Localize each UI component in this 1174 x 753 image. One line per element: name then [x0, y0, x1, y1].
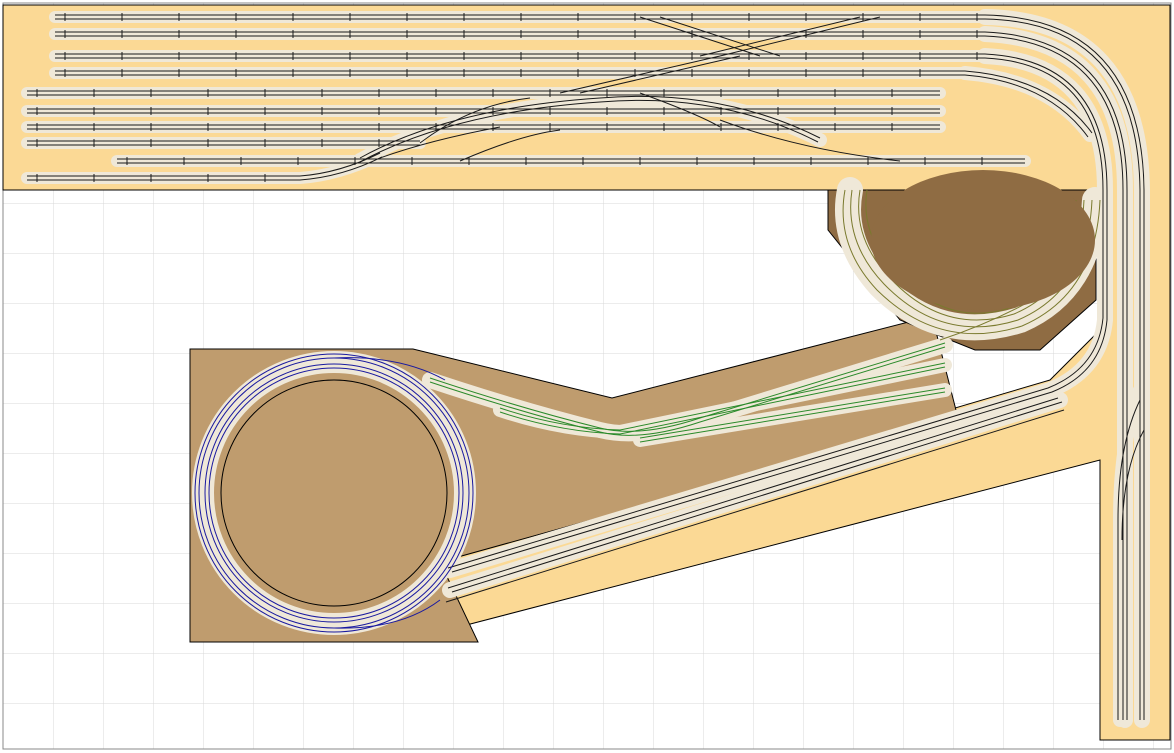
track-helix-blue[interactable]: [194, 353, 474, 633]
yard-tracks[interactable]: [27, 14, 1025, 181]
track-ties: [36, 13, 983, 182]
track-main[interactable]: [27, 14, 1145, 720]
left-helix-center: [220, 379, 448, 607]
lower-diagonal-pair[interactable]: [445, 397, 1065, 603]
track-ramp-green[interactable]: [429, 342, 946, 443]
roadbeds: [21, 9, 1150, 728]
mainline-right-curve[interactable]: [447, 14, 1145, 720]
yard-ladder-crossovers[interactable]: [359, 16, 901, 163]
right-hill-center: [871, 170, 1095, 310]
